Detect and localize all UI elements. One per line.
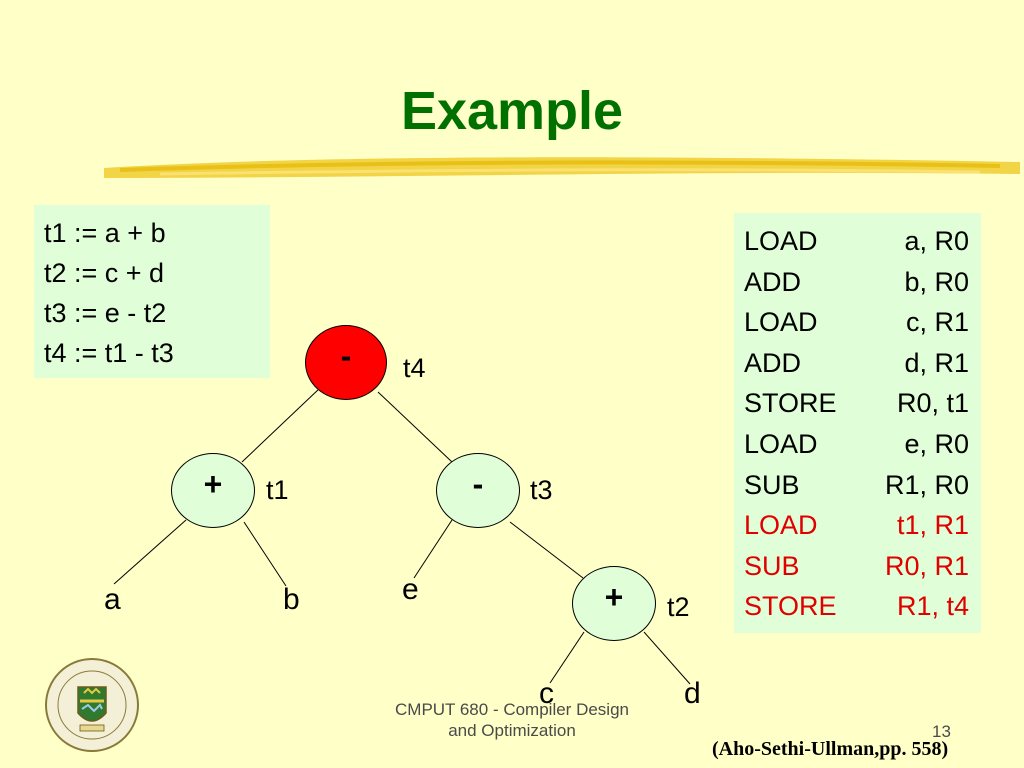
asm-operands: c, R1 (905, 307, 969, 338)
node-label: t1 (266, 475, 289, 505)
asm-operands: e, R0 (904, 429, 969, 459)
tree-node-t3: - (436, 453, 520, 528)
code-line: t3 := e - t2 (44, 298, 167, 328)
title-underline-stroke (104, 157, 1020, 178)
university-of-alberta-crest-icon (45, 658, 139, 752)
source-code-box: t1 := a + b t2 := c + d t3 := e - t2 t4 … (34, 205, 270, 378)
assembly-code-box: LOAD a, R0 ADD b, R0 LOAD c, R1 ADD d, R1 STORE R… (734, 213, 981, 633)
tree-leaf: d (684, 677, 701, 710)
asm-operands: R1, R0 (884, 469, 969, 500)
tree-node-t1: + (171, 453, 255, 528)
tree-node-root: - (305, 325, 387, 400)
asm-opcode: STORE (744, 388, 837, 419)
slide-title: Example (400, 81, 624, 141)
citation: (Aho-Sethi-Ullman,pp. 558) (712, 738, 949, 760)
tree-leaf: e (402, 573, 419, 606)
node-label: t3 (530, 475, 553, 505)
node-label: t2 (667, 592, 690, 622)
asm-operands: b, R0 (904, 266, 969, 297)
asm-operands: a, R0 (904, 226, 969, 256)
tree-leaf: a (104, 583, 121, 616)
asm-operands: R0, t1 (896, 388, 969, 419)
asm-operands: R1, t4 (896, 591, 969, 622)
tree-leaf: b (283, 583, 300, 616)
asm-opcode: ADD (744, 266, 802, 297)
course-name-line1: CMPUT 680 - Compiler Design (395, 700, 629, 719)
asm-opcode: LOAD (744, 429, 818, 459)
course-footer: CMPUT 680 - Compiler Design and Optimiza… (362, 699, 662, 742)
asm-opcode: SUB (744, 550, 800, 581)
course-name-line2: and Optimization (448, 721, 576, 741)
asm-opcode: STORE (744, 591, 837, 622)
code-line: t4 := t1 - t3 (44, 338, 174, 368)
asm-opcode: LOAD (744, 226, 818, 256)
asm-opcode: ADD (744, 347, 802, 378)
code-line: t2 := c + d (44, 258, 165, 288)
asm-opcode: LOAD (744, 510, 818, 541)
page-number: 13 (932, 722, 951, 741)
asm-opcode: SUB (744, 469, 800, 500)
asm-operands: d, R1 (904, 347, 969, 378)
node-operator: + (203, 466, 223, 502)
node-label: t4 (403, 353, 426, 383)
node-operator: - (472, 466, 484, 502)
node-operator: + (604, 579, 624, 615)
asm-opcode: LOAD (744, 307, 818, 338)
asm-operands: t1, R1 (896, 510, 969, 541)
tree-node-t2: + (572, 566, 656, 641)
tree-leaf: c (539, 677, 554, 710)
code-line: t1 := a + b (44, 218, 166, 248)
asm-operands: R0, R1 (884, 550, 969, 581)
node-operator: - (340, 338, 352, 374)
